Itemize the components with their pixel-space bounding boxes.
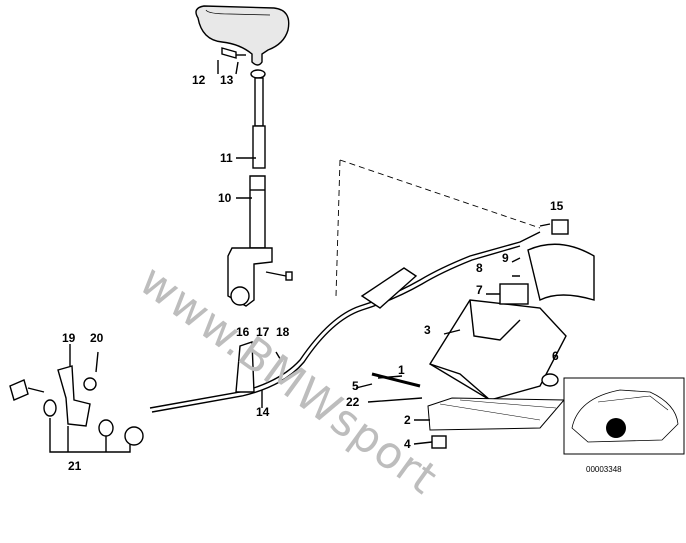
- callout-7: 7: [476, 283, 483, 297]
- callout-10: 10: [218, 191, 232, 205]
- part-15: [551, 219, 569, 235]
- callout-2: 2: [404, 413, 411, 427]
- callout-3: 3: [424, 323, 431, 337]
- pin: [371, 372, 421, 388]
- callout-14: 14: [256, 405, 270, 419]
- callout-11: 11: [220, 151, 233, 165]
- clip: [431, 435, 447, 449]
- callout-13: 13: [220, 73, 234, 87]
- cable-sleeve: [360, 267, 418, 309]
- callout-15: 15: [550, 199, 564, 213]
- callout-16: 16: [236, 325, 250, 339]
- callout-18: 18: [276, 325, 290, 339]
- callout-17: 17: [256, 325, 270, 339]
- callout-1: 1: [398, 363, 405, 377]
- location-marker: [606, 418, 626, 438]
- callout-9: 9: [502, 251, 509, 265]
- callout-21: 21: [68, 459, 82, 473]
- knob-screw: [221, 47, 237, 59]
- block-8: [499, 283, 529, 305]
- callout-4: 4: [404, 437, 411, 451]
- callout-20: 20: [90, 331, 104, 345]
- reference-number: 00003348: [586, 465, 622, 474]
- callout-5: 5: [352, 379, 359, 393]
- parts-diagram: [9, 5, 685, 455]
- callout-22: 22: [346, 395, 360, 409]
- callout-8: 8: [476, 261, 483, 275]
- lever-rod: [254, 77, 264, 127]
- callout-19: 19: [62, 331, 76, 345]
- shift-cable: [149, 231, 541, 409]
- mounting-bracket: [57, 365, 91, 427]
- car-silhouette-icon: [563, 377, 685, 455]
- callout-12: 12: [192, 73, 206, 87]
- callout-6: 6: [552, 349, 559, 363]
- gate-cover: [527, 243, 595, 302]
- cable-bracket: [235, 341, 255, 393]
- selector-lever: [249, 175, 266, 249]
- nut: [541, 373, 559, 387]
- shift-knob: [195, 5, 290, 66]
